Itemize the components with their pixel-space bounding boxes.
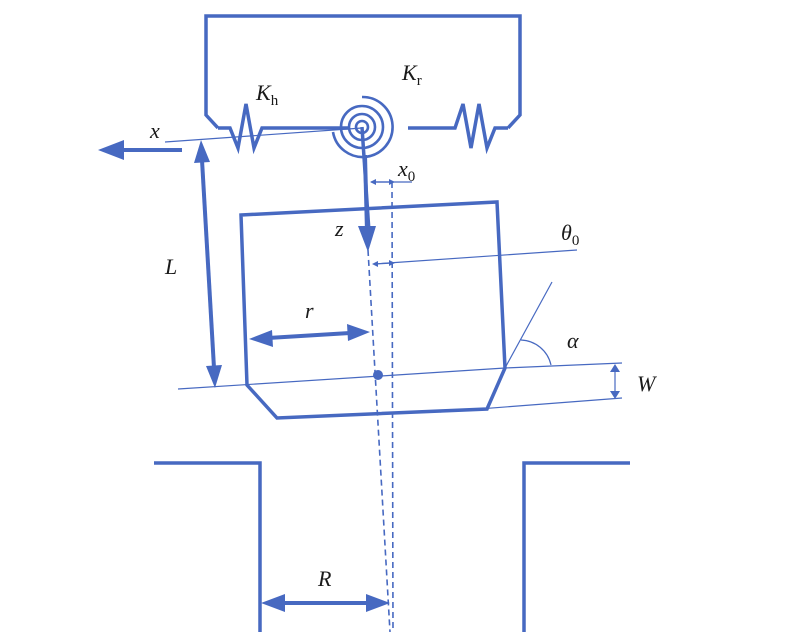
horizontal-spring-left bbox=[218, 103, 350, 155]
vertical-reference-line bbox=[391, 181, 394, 633]
horizontal-spring-right bbox=[408, 103, 508, 155]
r-dimension-arrow bbox=[249, 324, 370, 347]
L-dimension-arrow bbox=[194, 140, 222, 388]
label-x: x bbox=[149, 118, 160, 143]
label-W: W bbox=[637, 371, 657, 396]
label-theta0: θ0 bbox=[561, 220, 579, 249]
x-axis-arrow bbox=[98, 140, 182, 160]
tilted-centerline bbox=[367, 249, 391, 633]
label-Kr: Kr bbox=[401, 60, 422, 89]
W-dimension-arrow bbox=[610, 364, 620, 399]
alpha-top-line bbox=[504, 362, 623, 369]
center-of-mass-dot bbox=[373, 370, 383, 380]
alpha-angle-arc bbox=[520, 339, 552, 366]
z-axis-arrow bbox=[358, 154, 376, 252]
label-x0: x0 bbox=[397, 156, 415, 185]
W-bottom-line bbox=[439, 397, 623, 413]
label-alpha: α bbox=[567, 328, 579, 353]
support-frame bbox=[204, 14, 522, 130]
theta0-leader-line bbox=[373, 249, 578, 265]
R-dimension-arrow bbox=[261, 594, 390, 612]
label-Kh: Kh bbox=[255, 80, 279, 109]
hole-right-wall bbox=[522, 461, 630, 632]
label-R: R bbox=[317, 566, 332, 591]
hole-left-wall bbox=[154, 461, 262, 632]
body-base-line bbox=[177, 367, 506, 390]
label-L: L bbox=[164, 254, 177, 279]
label-r: r bbox=[305, 298, 314, 323]
label-z: z bbox=[334, 216, 344, 241]
alpha-side-line bbox=[504, 281, 553, 369]
x-reference-line bbox=[164, 127, 363, 143]
